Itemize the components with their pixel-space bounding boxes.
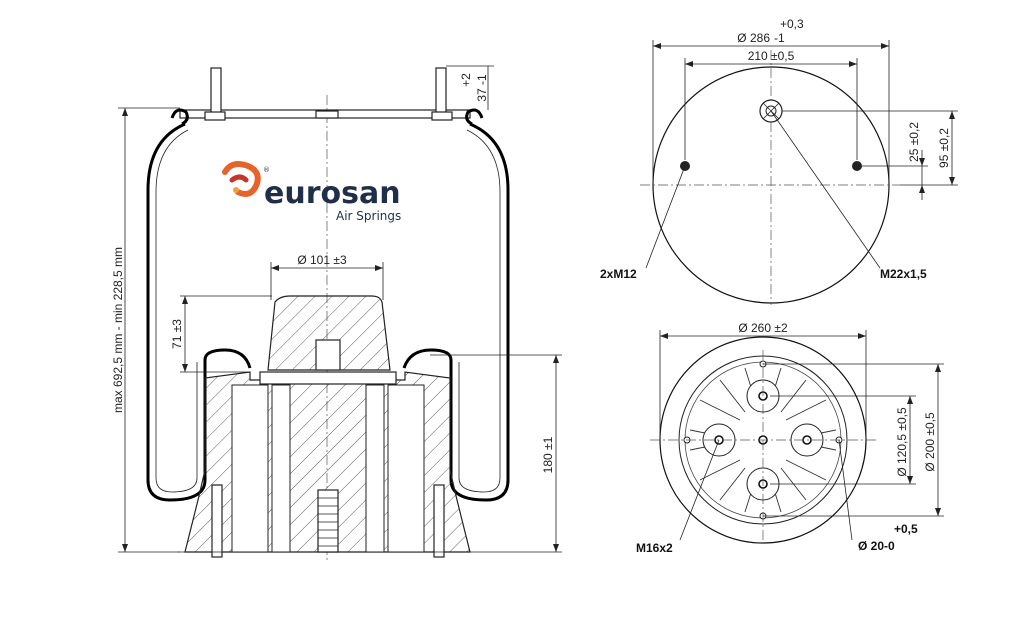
callout-hole-20: Ø 20-0	[858, 539, 895, 553]
outer-tol-lower: -1	[774, 31, 785, 45]
bolt-circle-outer-label: Ø 200 ±0,5	[923, 412, 937, 472]
offset-large-label: 95 ±0,2	[937, 128, 951, 168]
outer-tol-upper: +0,3	[780, 17, 804, 31]
bolt-circle-inner-label: Ø 120,5 ±0,5	[895, 407, 909, 477]
brand-registered-mark: ®	[263, 166, 270, 174]
outer-diameter-label: Ø 286	[737, 31, 770, 45]
base-height-label: 180 ±1	[541, 436, 555, 473]
brand-name: eurosan	[264, 176, 401, 211]
brand-swirl-icon	[222, 161, 261, 197]
piston-height-label: 71 ±3	[170, 319, 184, 349]
hole-right	[852, 161, 862, 171]
bellow-contour	[146, 122, 510, 502]
stud-tol-upper: +2	[459, 73, 473, 87]
hole-tol-upper: +0,5	[894, 522, 918, 536]
stud-right	[435, 67, 447, 115]
bottom-diameter-label: Ø 260 ±2	[738, 321, 788, 335]
height-range-label: max 692,5 mm - min 228,5 mm	[111, 247, 125, 413]
hole-spacing-label: 210 ±0,5	[748, 49, 795, 63]
top-view: Ø 286 +0,3 -1 210 ±0,5 25 ±0,2 95 ±0,2 2…	[600, 17, 958, 305]
brand-logo: ® eurosan Air Springs	[222, 161, 401, 223]
side-view: max 692,5 mm - min 228,5 mm Ø 101 ±3 71 …	[111, 65, 562, 560]
piston-diameter-label: Ø 101 ±3	[297, 253, 347, 267]
bottom-view: Ø 260 ±2 Ø 120,5 ±0,5 Ø 200 ±0,5 M16x2 +…	[636, 321, 944, 555]
callout-2xm12: 2xM12	[600, 267, 637, 281]
stud-tol-value: 37 -1	[475, 74, 489, 102]
brand-tagline: Air Springs	[336, 209, 401, 223]
callout-m22: M22x1,5	[880, 267, 927, 281]
stud-left	[210, 67, 222, 115]
offset-small-label: 25 ±0,2	[907, 122, 921, 162]
callout-m16x2: M16x2	[636, 541, 673, 555]
